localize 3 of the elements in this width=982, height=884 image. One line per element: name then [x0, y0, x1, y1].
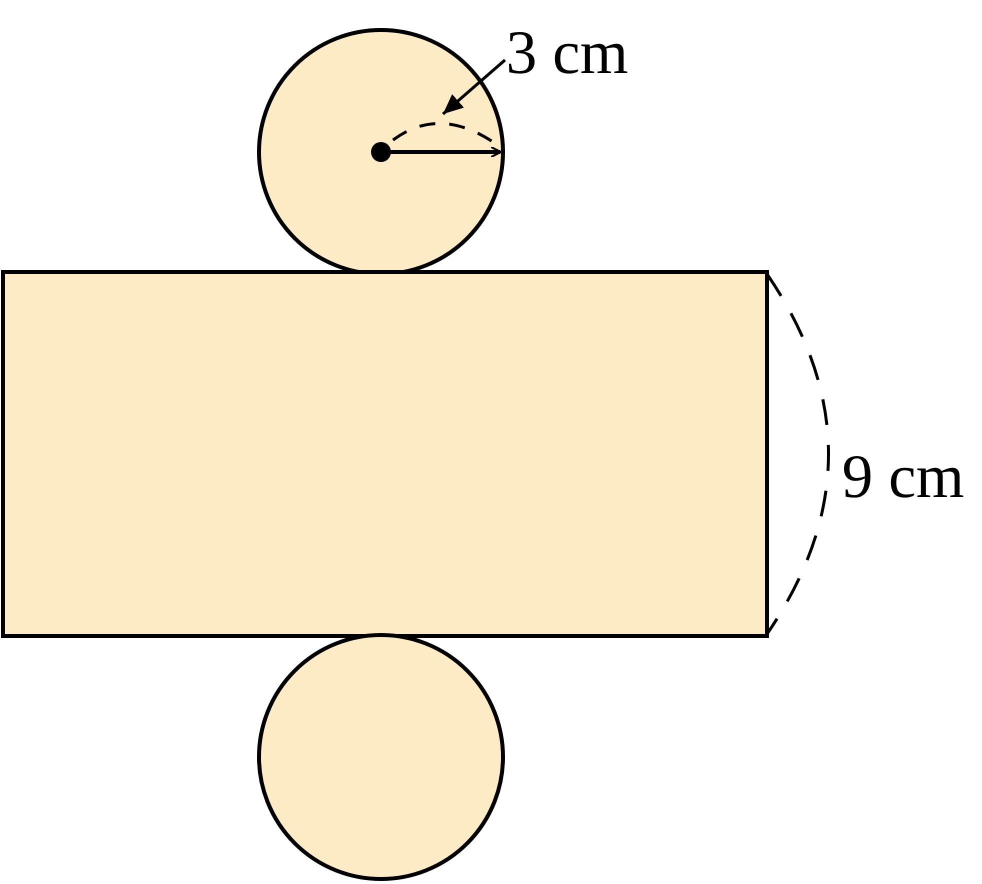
dimension-label: 3 cm: [506, 22, 628, 84]
dimension-label: 9 cm: [842, 446, 964, 508]
leader-line: [442, 58, 506, 116]
